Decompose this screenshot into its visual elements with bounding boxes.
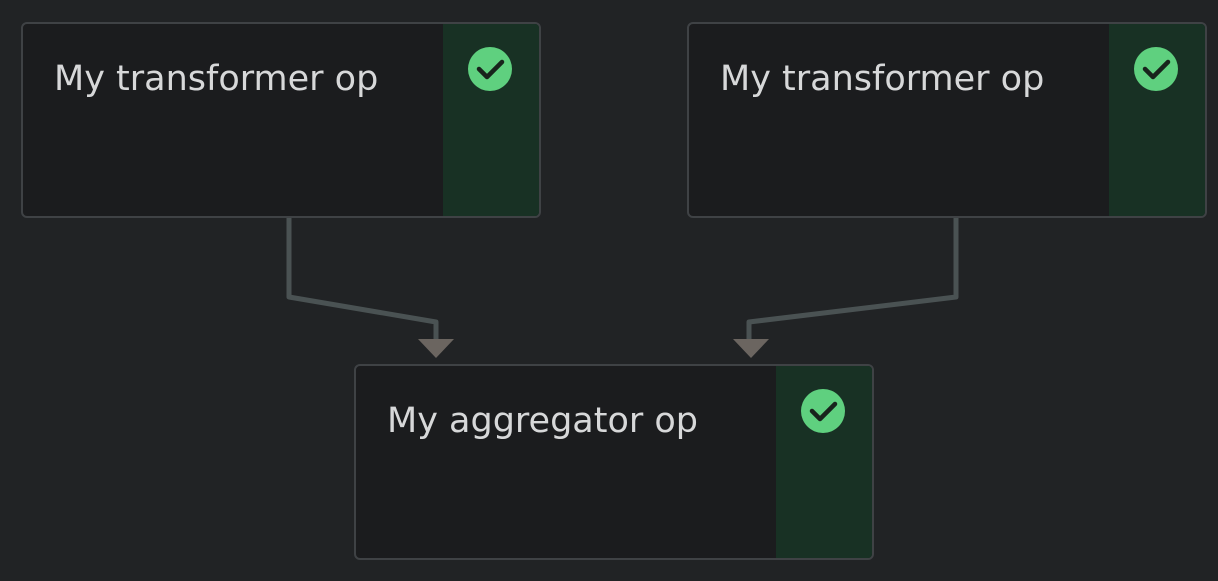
- status-panel: [776, 366, 872, 558]
- edge-transformer-2-to-aggregator: [746, 218, 959, 342]
- status-panel: [1109, 24, 1205, 216]
- check-circle-icon: [468, 47, 512, 91]
- node-transformer-op-1[interactable]: My transformer op: [21, 22, 541, 218]
- check-circle-icon: [801, 389, 845, 433]
- node-aggregator-op[interactable]: My aggregator op: [354, 364, 874, 560]
- node-label: My aggregator op: [387, 401, 699, 441]
- status-panel: [443, 24, 539, 216]
- check-circle-icon: [1134, 47, 1178, 91]
- node-transformer-op-2[interactable]: My transformer op: [687, 22, 1207, 218]
- node-label: My transformer op: [54, 59, 379, 99]
- node-label: My transformer op: [720, 59, 1045, 99]
- edge-transformer-1-to-aggregator: [286, 218, 439, 342]
- edge-arrowhead-right: [733, 339, 769, 358]
- edge-arrowhead-left: [418, 339, 454, 358]
